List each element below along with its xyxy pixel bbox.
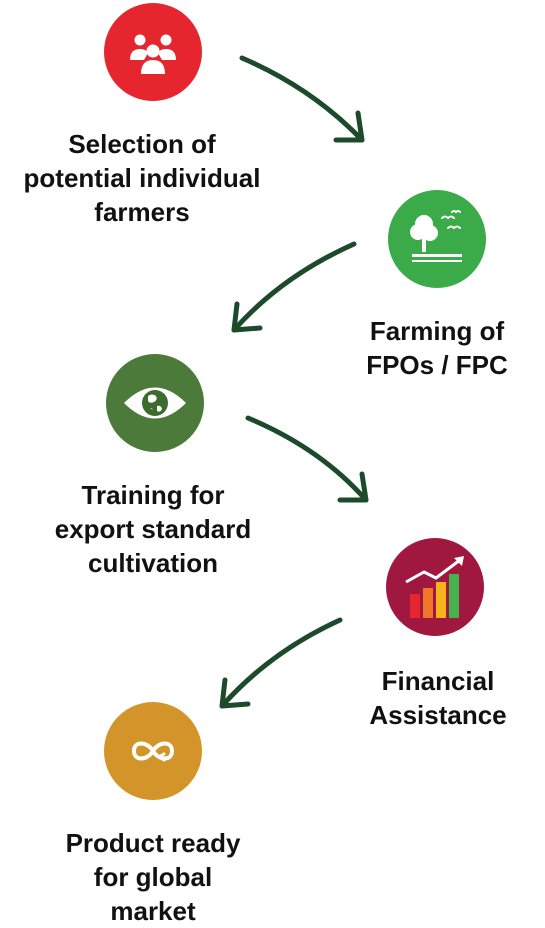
growth-chart-icon <box>405 556 464 618</box>
step-5-label: Product ready for global market <box>65 828 241 926</box>
people-icon <box>130 34 176 74</box>
eye-globe-icon <box>124 387 186 419</box>
step-4-label: Financial Assistance <box>369 666 507 730</box>
arrow-2 <box>231 241 357 333</box>
step-5-circle <box>104 702 202 800</box>
arrow-1 <box>239 55 365 143</box>
step-1-circle <box>104 3 202 101</box>
step-4-circle <box>386 538 484 636</box>
step-2-circle <box>388 190 486 288</box>
step-1-label: Selection of potential individual farmer… <box>23 129 261 227</box>
step-3-circle <box>106 354 204 452</box>
arrow-3 <box>245 415 369 503</box>
step-2-label: Farming of FPOs / FPC <box>366 316 508 380</box>
arrow-4 <box>219 617 343 709</box>
infinity-icon <box>132 741 174 762</box>
step-3-label: Training for export standard cultivation <box>54 480 252 578</box>
tree-landscape-icon <box>410 210 462 262</box>
